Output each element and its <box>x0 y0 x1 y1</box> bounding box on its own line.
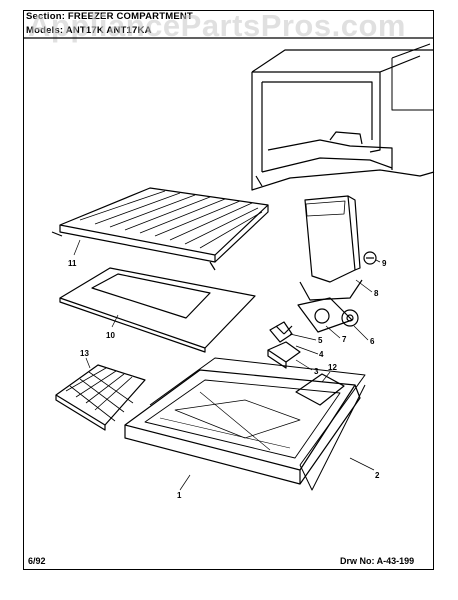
drawing-number: Drw No: A-43-199 <box>340 556 415 566</box>
drip-cover-12 <box>295 373 345 406</box>
evaporator-pan-1 <box>124 369 361 485</box>
model-numbers: Models: ANT17K ANT17KA <box>26 25 152 36</box>
air-duct-8 <box>299 195 363 301</box>
screw-9 <box>363 251 377 265</box>
fan-part-6 <box>341 309 359 327</box>
door-gasket-2 <box>149 357 366 491</box>
callout-9: 9 <box>382 259 387 268</box>
watermark-text: AppliancePartsPros.com <box>28 8 406 43</box>
callout-8: 8 <box>374 289 379 298</box>
callout-5: 5 <box>318 336 323 345</box>
evaporator-cover-10 <box>59 267 256 353</box>
drawing-frame <box>23 10 434 570</box>
ice-tray-13 <box>55 364 146 431</box>
callout-4: 4 <box>319 350 324 359</box>
callout-6: 6 <box>370 337 375 346</box>
callout-12: 12 <box>328 363 337 372</box>
revision-date: 6/92 <box>28 556 46 566</box>
fan-motor-3 <box>267 341 301 369</box>
callout-13: 13 <box>80 349 89 358</box>
callout-11: 11 <box>68 259 77 268</box>
callout-3: 3 <box>314 367 319 376</box>
wire-shelf-11 <box>51 187 269 271</box>
leader-lines <box>73 239 381 491</box>
callout-1: 1 <box>177 491 182 500</box>
fan-blade-5 <box>269 321 293 343</box>
fan-bracket-7 <box>297 297 353 333</box>
freezer-cabinet-drawing <box>251 43 435 191</box>
callout-2: 2 <box>375 471 380 480</box>
callout-7: 7 <box>342 335 347 344</box>
callout-10: 10 <box>106 331 115 340</box>
section-title: Section: FREEZER COMPARTMENT <box>26 11 193 22</box>
